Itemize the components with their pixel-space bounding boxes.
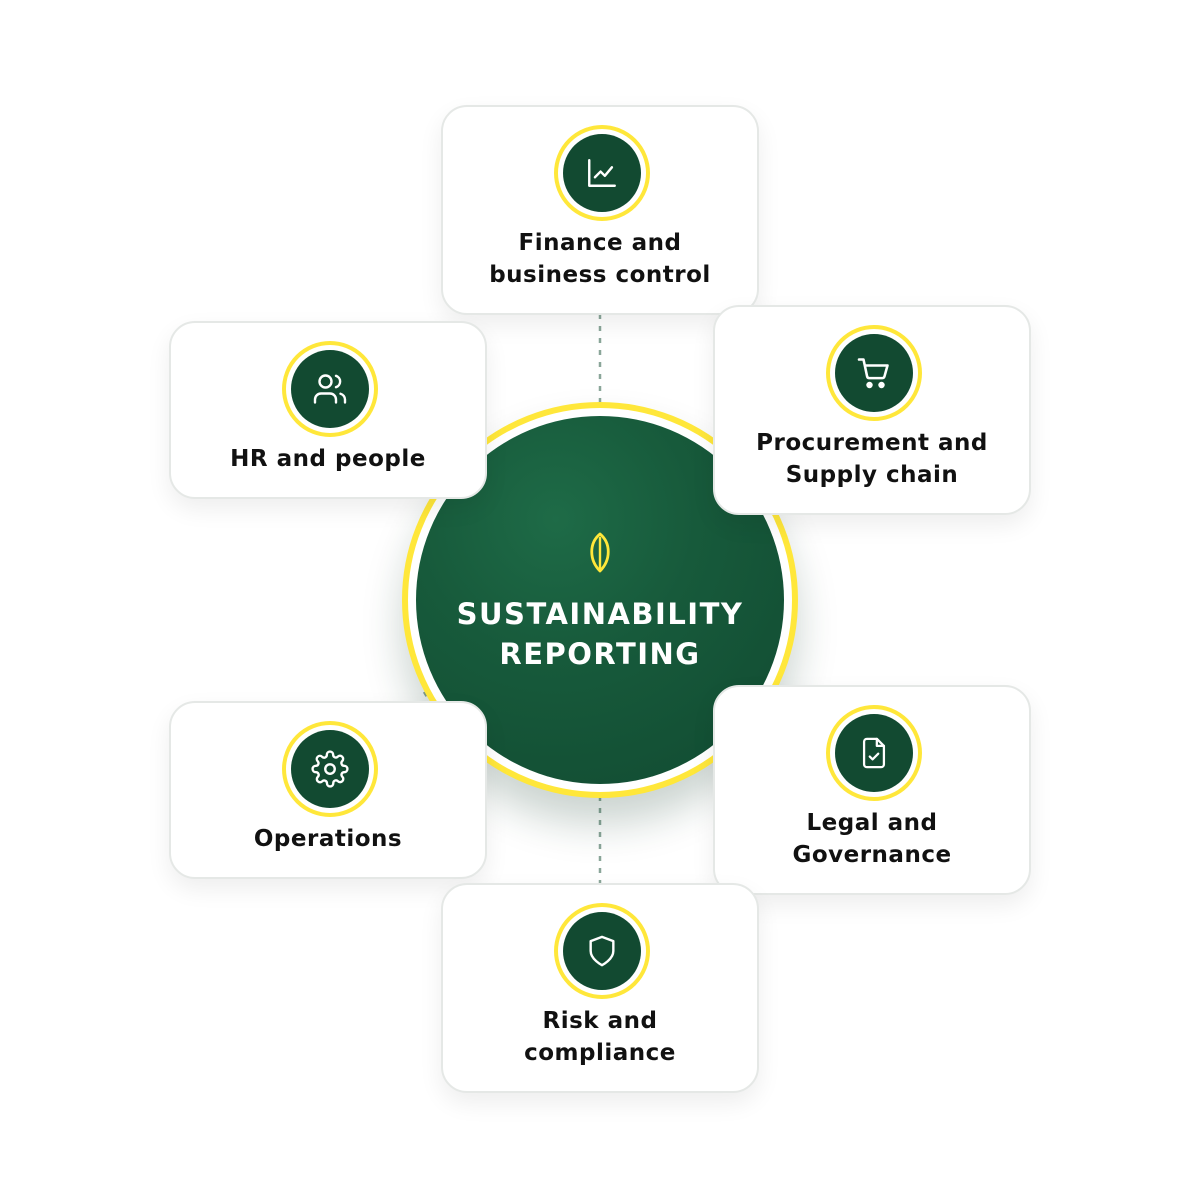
card-procurement[interactable]: Procurement and Supply chain bbox=[713, 305, 1031, 515]
shopping-cart-icon bbox=[857, 358, 889, 389]
card-label: Legal and Governance bbox=[715, 807, 1029, 871]
card-label-line1: HR and people bbox=[230, 446, 426, 472]
icon-badge bbox=[282, 341, 378, 437]
icon-badge bbox=[826, 325, 922, 421]
card-label-line1: Finance and bbox=[518, 230, 682, 256]
leaf-icon bbox=[590, 532, 610, 573]
card-label-line2: business control bbox=[489, 262, 711, 288]
card-label: Procurement and Supply chain bbox=[715, 427, 1029, 491]
card-label-line1: Procurement and bbox=[756, 430, 988, 456]
icon-badge bbox=[826, 705, 922, 801]
card-label-line1: Risk and bbox=[542, 1008, 658, 1034]
card-label: Finance and business control bbox=[443, 227, 757, 291]
icon-badge bbox=[282, 721, 378, 817]
card-label-line2: Supply chain bbox=[785, 462, 959, 488]
hub-title: SUSTAINABILITY REPORTING bbox=[410, 594, 790, 674]
icon-badge bbox=[554, 125, 650, 221]
hub-title-line2: REPORTING bbox=[499, 637, 701, 671]
card-label: Risk and compliance bbox=[443, 1005, 757, 1069]
card-finance[interactable]: Finance and business control bbox=[441, 105, 759, 315]
card-label-line2: Governance bbox=[792, 842, 952, 868]
document-check-icon bbox=[862, 737, 886, 769]
line-chart-icon bbox=[588, 159, 616, 187]
card-hr[interactable]: HR and people bbox=[169, 321, 487, 499]
card-label-line2: compliance bbox=[524, 1040, 676, 1066]
shield-icon bbox=[589, 935, 615, 967]
card-label: Operations bbox=[171, 823, 485, 855]
card-label-line1: Operations bbox=[253, 826, 403, 852]
card-label-line1: Legal and bbox=[806, 810, 938, 836]
icon-badge bbox=[554, 903, 650, 999]
hub-title-line1: SUSTAINABILITY bbox=[456, 597, 744, 631]
card-label: HR and people bbox=[171, 443, 485, 475]
card-operations[interactable]: Operations bbox=[169, 701, 487, 879]
card-risk[interactable]: Risk and compliance bbox=[441, 883, 759, 1093]
card-legal[interactable]: Legal and Governance bbox=[713, 685, 1031, 895]
people-icon bbox=[313, 374, 347, 404]
gear-icon bbox=[311, 750, 349, 788]
